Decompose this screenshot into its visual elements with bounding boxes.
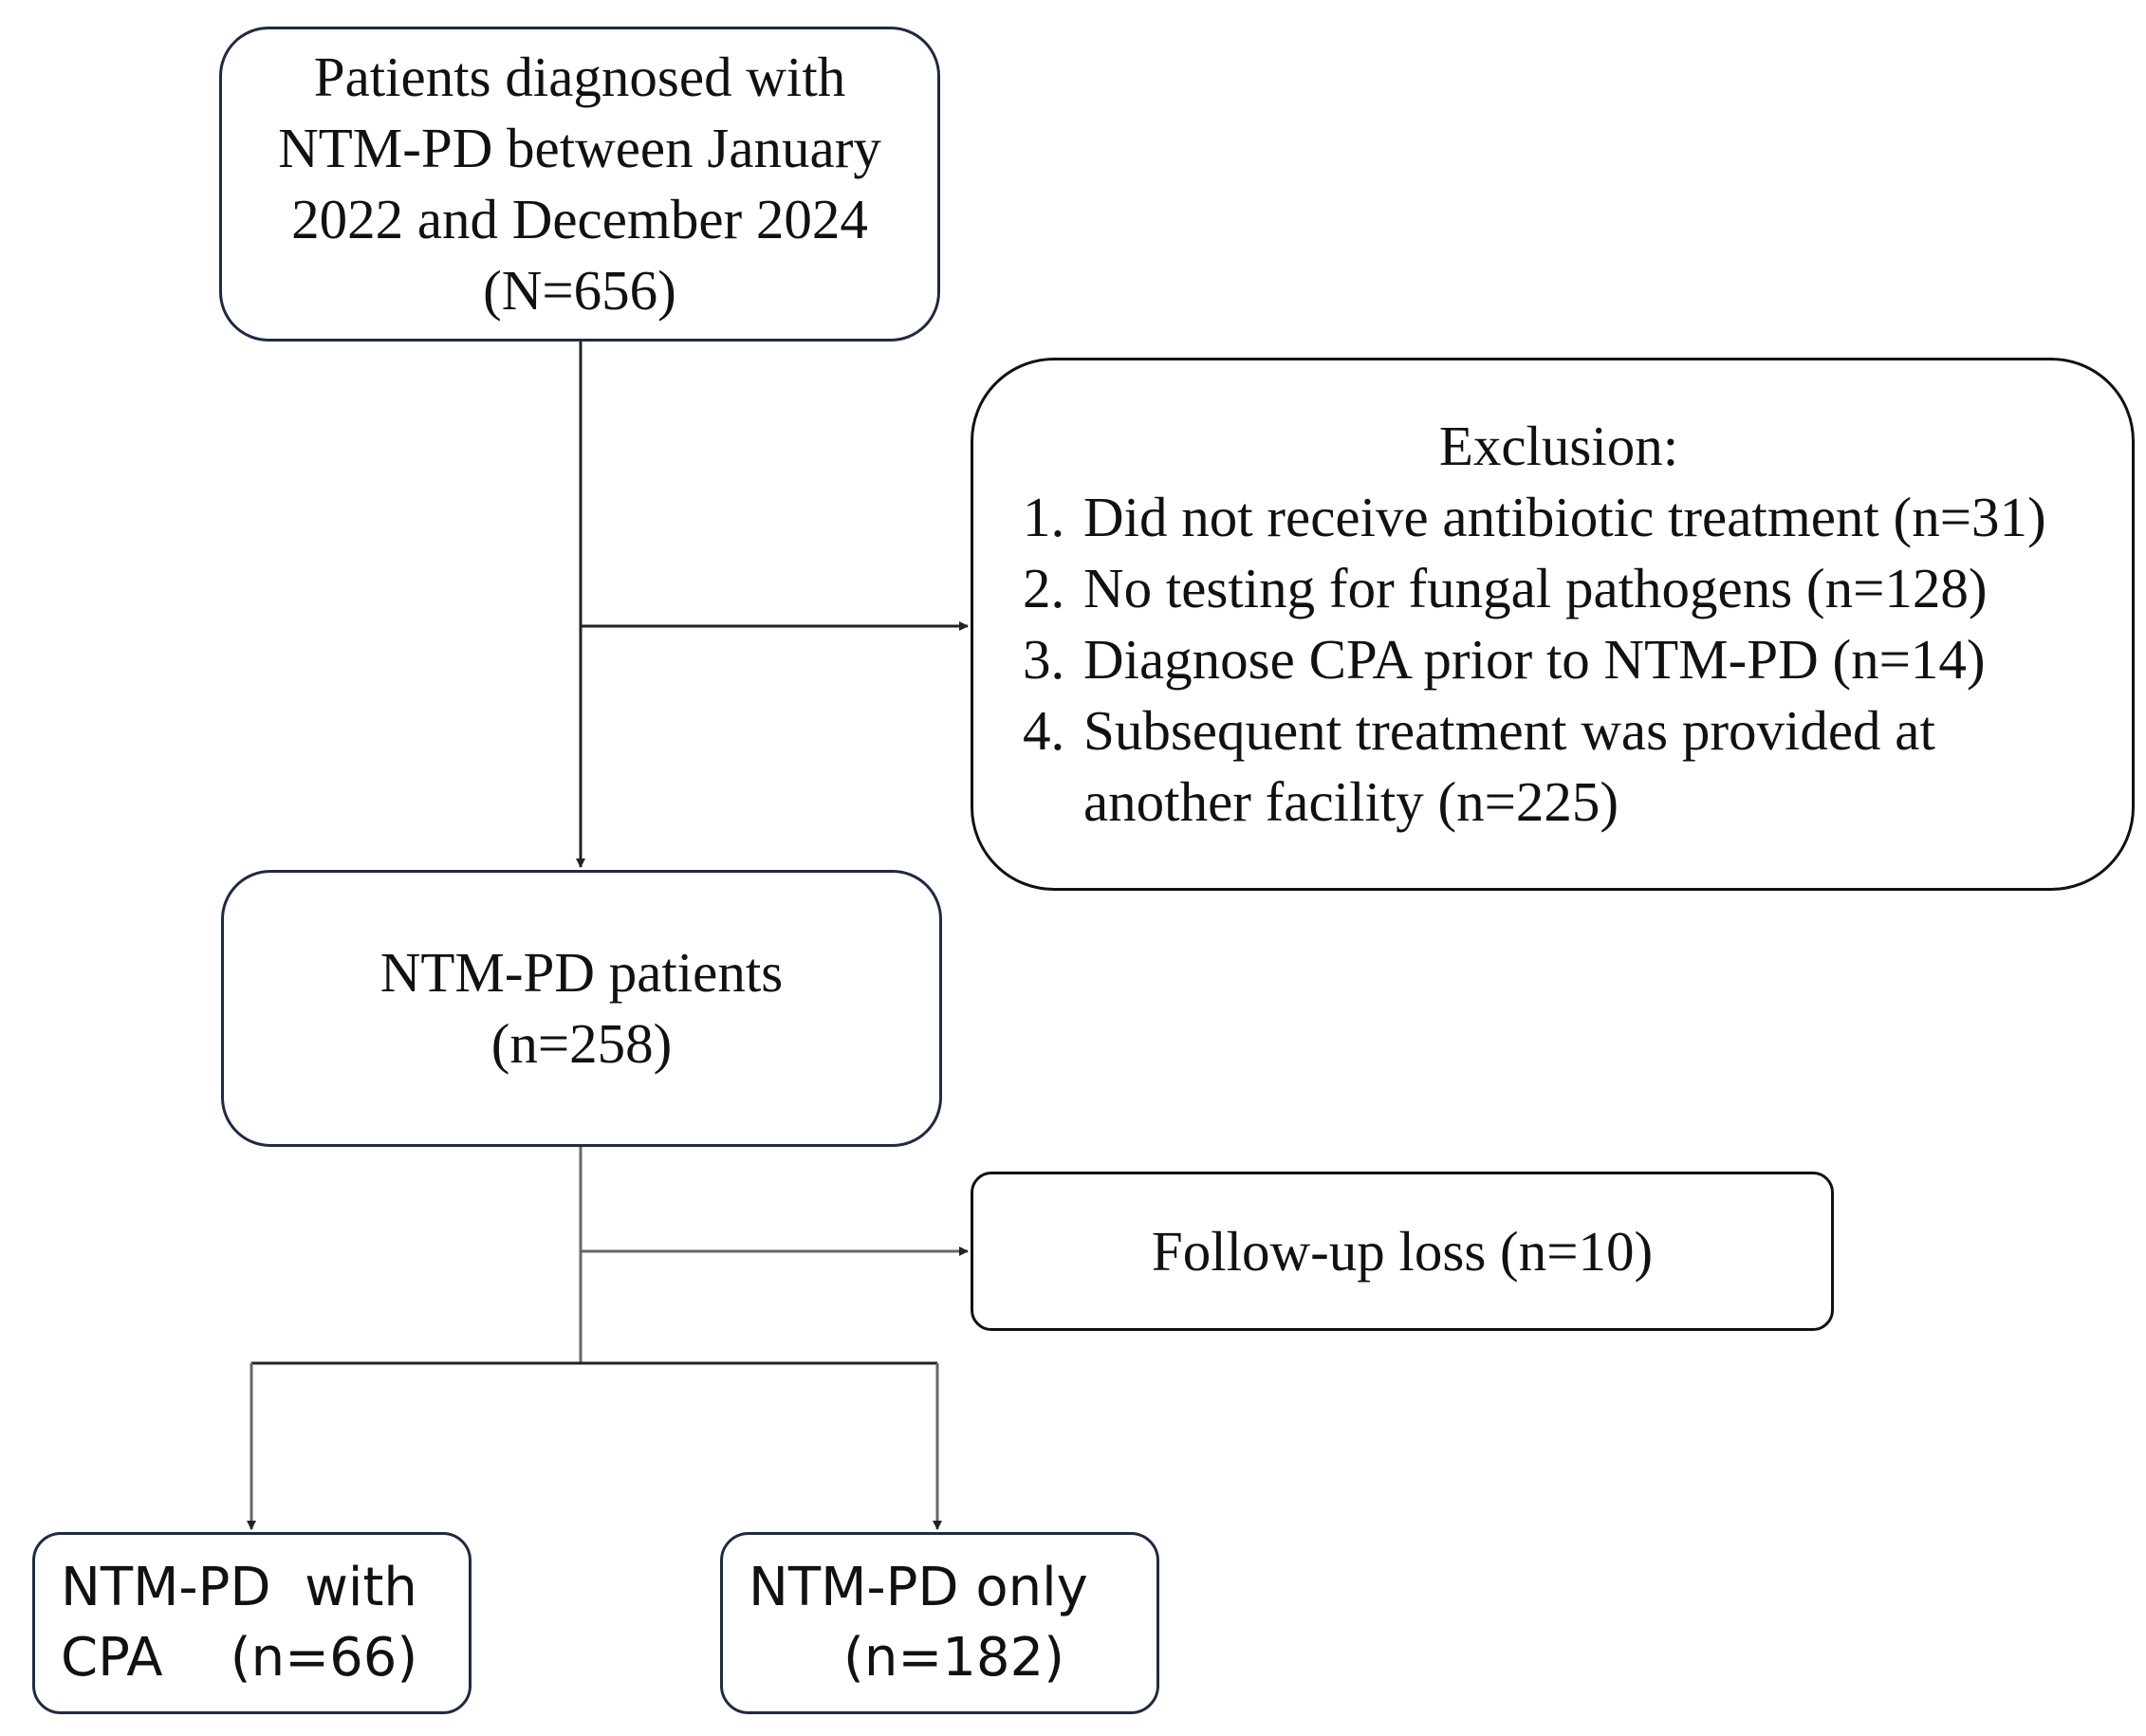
box-text-line: (N=656) bbox=[483, 259, 676, 322]
exclusion-item-continuation: another facility (n=225) bbox=[1023, 766, 1619, 838]
exclusion-item-text: Diagnose CPA prior to NTM-PD (n=14) bbox=[1083, 628, 1986, 691]
exclusion-item-number: 3. bbox=[1023, 628, 1065, 691]
box-text-line: NTM-PD between January bbox=[278, 117, 881, 179]
box-text-line: CPA (n=66) bbox=[61, 1627, 418, 1689]
box-ntm-pd-only: NTM-PD only (n=182) bbox=[720, 1532, 1159, 1714]
box-text-line: (n=258) bbox=[490, 1012, 673, 1075]
box-text-line: NTM-PD only bbox=[749, 1557, 1088, 1618]
exclusion-item: 1. Did not receive antibiotic treatment … bbox=[1023, 482, 2046, 553]
exclusion-item-number: 2. bbox=[1023, 557, 1065, 619]
box-text-line: NTM-PD patients bbox=[379, 941, 784, 1004]
box-text-line: NTM-PD with bbox=[61, 1557, 417, 1618]
exclusion-title: Exclusion: bbox=[1438, 415, 1679, 477]
box-text-line: 2022 and December 2024 bbox=[291, 188, 868, 250]
exclusion-item-text: No testing for fungal pathogens (n=128) bbox=[1083, 557, 1988, 619]
exclusion-item-text: Subsequent treatment was provided at bbox=[1083, 699, 1935, 762]
exclusion-item-text: Did not receive antibiotic treatment (n=… bbox=[1083, 486, 2046, 548]
box-text-line: (n=182) bbox=[843, 1627, 1064, 1689]
exclusion-item-number: 1. bbox=[1023, 486, 1065, 548]
box-exclusion: Exclusion: 1. Did not receive antibiotic… bbox=[971, 358, 2135, 891]
box-text-line: Patients diagnosed with bbox=[313, 46, 846, 108]
exclusion-item: 2. No testing for fungal pathogens (n=12… bbox=[1023, 553, 1988, 624]
exclusion-item-text: another facility (n=225) bbox=[1083, 770, 1619, 833]
box-text-line: Follow-up loss (n=10) bbox=[1151, 1219, 1654, 1283]
box-patients-diagnosed: Patients diagnosed with NTM-PD between J… bbox=[219, 27, 940, 342]
exclusion-item: 4. Subsequent treatment was provided at bbox=[1023, 695, 1935, 766]
exclusion-item-number-spacer bbox=[1023, 766, 1083, 838]
box-ntm-pd-patients: NTM-PD patients (n=258) bbox=[221, 870, 942, 1147]
box-ntm-pd-with-cpa: NTM-PD with CPA (n=66) bbox=[32, 1532, 472, 1714]
exclusion-item-number: 4. bbox=[1023, 699, 1065, 762]
exclusion-item: 3. Diagnose CPA prior to NTM-PD (n=14) bbox=[1023, 624, 1986, 695]
box-follow-up-loss: Follow-up loss (n=10) bbox=[971, 1172, 1834, 1331]
